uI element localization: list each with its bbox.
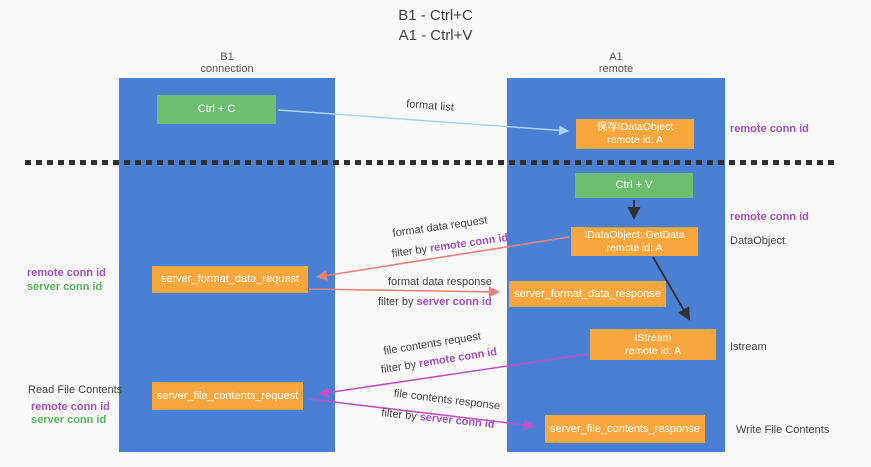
server-format-data-request-box: server_format_data_request <box>152 266 308 293</box>
idataobject-getdata-box: IDataObject::GetData remote id: A <box>571 227 698 256</box>
istream-side-label: Istream <box>730 341 767 353</box>
left-column-subtitle: connection <box>200 63 254 75</box>
ctrl-v-label: Ctrl + V <box>615 179 653 191</box>
server-format-data-request-label: server_format_data_request <box>160 273 300 285</box>
right-column-subtitle: remote <box>598 63 634 75</box>
ctrl-c-box: Ctrl + C <box>157 95 276 124</box>
server-file-contents-response-label: server_file_contents_response <box>550 422 700 435</box>
filter-by-prefix: filter by <box>378 296 417 308</box>
file-contents-response-label: file contents response <box>393 387 501 413</box>
format-list-label: format list <box>405 98 455 114</box>
idataobject-getdata-line2: remote id: A <box>606 241 663 254</box>
left-server-conn-id-label-2: server conn id <box>31 414 107 426</box>
left-server-conn-id-label-1: server conn id <box>27 281 103 293</box>
left-column-header: B1 connection <box>119 52 335 76</box>
filter-by-prefix: filter by <box>380 358 421 377</box>
title-line-1: B1 - Ctrl+C <box>398 7 473 24</box>
server-conn-id-highlight: server conn id <box>416 296 492 308</box>
server-file-contents-request-label: server_file_contents_request <box>156 389 299 402</box>
dataobject-label: DataObject <box>730 235 786 247</box>
save-idataobject-line2: remote id: A <box>606 134 664 146</box>
server-file-contents-response-box: server_file_contents_response <box>545 415 705 443</box>
idataobject-getdata-line1: IDataObject::GetData <box>584 228 685 241</box>
filter-by-server-conn-id-label-2: filter by server conn id <box>378 407 499 431</box>
write-file-contents-label: Write File Contents <box>736 424 830 436</box>
filter-by-server-conn-id-label-1: filter by server conn id <box>378 296 492 308</box>
left-remote-conn-id-label-1: remote conn id <box>27 267 106 279</box>
ctrl-v-box: Ctrl + V <box>575 173 693 198</box>
istream-line1: IStream <box>634 331 672 344</box>
filter-by-prefix: filter by <box>380 407 421 424</box>
right-remote-conn-id-label-mid: remote conn id <box>730 211 809 223</box>
ctrl-c-label: Ctrl + C <box>197 103 236 115</box>
server-format-data-response-box: server_format_data_response <box>509 281 666 307</box>
remote-conn-id-highlight: remote conn id <box>429 231 509 255</box>
save-idataobject-line1: 保存IDataObject <box>596 121 674 133</box>
right-remote-conn-id-label-top: remote conn id <box>730 123 809 135</box>
save-idataobject-box: 保存IDataObject remote id: A <box>576 119 694 149</box>
server-file-contents-request-box: server_file_contents_request <box>152 382 303 410</box>
right-column-header: A1 remote <box>507 52 725 76</box>
istream-line2: remote id: A <box>624 344 682 357</box>
right-column-name: A1 <box>609 51 623 63</box>
left-remote-conn-id-label-2: remote conn id <box>31 401 110 413</box>
diagram-title: B1 - Ctrl+C A1 - Ctrl+V <box>0 6 871 46</box>
server-conn-id-highlight: server conn id <box>419 411 496 431</box>
filter-by-prefix: filter by <box>391 242 431 261</box>
left-column-name: B1 <box>220 51 234 63</box>
dashed-separator <box>25 160 837 165</box>
read-file-contents-label: Read File Contents <box>28 384 123 396</box>
istream-box: IStream remote id: A <box>590 329 716 360</box>
format-data-response-label: format data response <box>388 276 492 288</box>
title-line-2: A1 - Ctrl+V <box>398 27 473 44</box>
arrow-format-data-response <box>308 286 500 298</box>
server-format-data-response-label: server_format_data_response <box>514 287 661 300</box>
